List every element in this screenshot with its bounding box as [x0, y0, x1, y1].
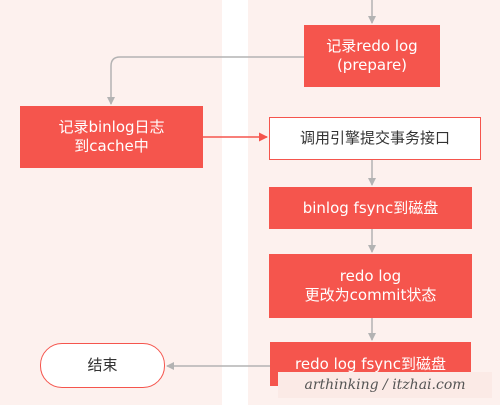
node-binlog-fsync: binlog fsync到磁盘 [269, 187, 472, 229]
watermark: arthinking / itzhai.com [278, 372, 492, 398]
node-end: 结束 [40, 343, 165, 388]
node-redo-log-prepare: 记录redo log (prepare) [304, 25, 440, 87]
node-engine-commit-interface: 调用引擎提交事务接口 [269, 117, 481, 160]
node-binlog-to-cache: 记录binlog日志 到cache中 [20, 106, 203, 168]
node-redo-log-commit-state: redo log 更改为commit状态 [269, 254, 472, 318]
edge-prepare-to-binlog-cache [107, 56, 304, 105]
